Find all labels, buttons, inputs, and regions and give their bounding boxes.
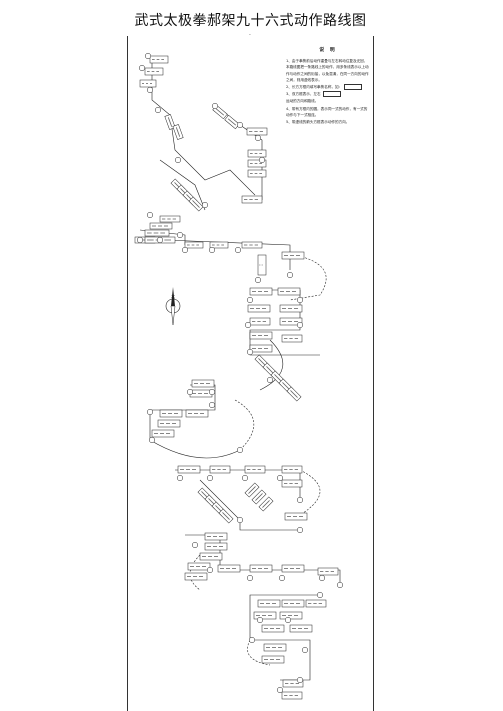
posture-box-rotated xyxy=(251,489,267,505)
posture-box-rotated xyxy=(218,508,234,524)
step-circle xyxy=(256,616,264,624)
step-circle xyxy=(296,676,304,684)
route-path xyxy=(289,254,327,301)
step-circle xyxy=(146,86,154,94)
note-1: 1、由于拳势前后动作重叠与左右转动往复及迂回，本路线图把一条路线上的动作，用多条… xyxy=(286,59,369,82)
step-circle xyxy=(258,156,266,164)
step-circle xyxy=(206,474,214,482)
north-arrow-icon: 北 xyxy=(165,287,181,326)
route-path xyxy=(234,399,255,451)
step-circle xyxy=(191,541,199,549)
note-2: 2、长方方框内填写拳势名称，如： xyxy=(286,84,370,91)
step-circle xyxy=(176,474,184,482)
posture-box-rotated xyxy=(188,196,204,212)
step-circle xyxy=(186,388,194,396)
step-circle xyxy=(276,686,284,694)
route-path xyxy=(175,469,301,500)
step-circle xyxy=(208,388,216,396)
step-circle xyxy=(234,246,242,254)
posture-box-rotated xyxy=(224,114,240,130)
step-circle xyxy=(138,64,146,72)
step-circle xyxy=(318,574,326,582)
route-lines xyxy=(139,60,341,681)
legend-double-box xyxy=(322,91,341,98)
posture-box-rotated xyxy=(286,386,302,402)
step-circle xyxy=(206,566,214,574)
step-circle xyxy=(208,401,216,409)
route-path xyxy=(149,439,241,459)
route-path xyxy=(259,339,284,391)
legend-single-box xyxy=(344,84,363,91)
route-path xyxy=(199,479,300,531)
step-circle xyxy=(148,436,156,444)
step-circle xyxy=(244,321,252,329)
step-circle xyxy=(246,296,254,304)
page-title: 武式太极拳郝架九十六式动作路线图 xyxy=(134,13,367,29)
title-dot: · xyxy=(249,32,251,39)
step-circle xyxy=(286,271,294,279)
step-circle xyxy=(301,646,309,654)
posture-boxes xyxy=(134,55,339,700)
route-path xyxy=(189,554,201,591)
step-circle xyxy=(236,516,244,524)
step-circle xyxy=(176,231,184,239)
step-circle xyxy=(201,201,209,209)
step-circle xyxy=(181,246,189,254)
step-circle xyxy=(136,236,144,244)
note-5: 4、带有方框内的圆，表示同一式的动作，有一式的动作与下一式相连。 xyxy=(286,106,368,117)
step-circle xyxy=(276,474,284,482)
step-circle xyxy=(248,636,256,644)
step-circle xyxy=(236,446,244,454)
step-circle xyxy=(144,52,152,60)
note-4: 运动的方向和路线。 xyxy=(286,99,319,104)
step-circle xyxy=(284,616,292,624)
posture-box-rotated xyxy=(172,124,184,140)
route-path xyxy=(164,239,291,270)
step-circle xyxy=(336,581,344,589)
step-circle xyxy=(246,348,254,356)
step-circle xyxy=(156,236,164,244)
posture-box-rotated xyxy=(244,482,260,498)
step-circle xyxy=(146,408,154,416)
note-3: 3、双方框表示，左右 xyxy=(286,91,370,98)
route-path xyxy=(151,60,256,196)
step-circle xyxy=(254,276,262,284)
step-circle xyxy=(296,526,304,534)
step-circle xyxy=(316,591,324,599)
step-circle xyxy=(174,156,182,164)
step-circle xyxy=(211,102,219,110)
step-circle xyxy=(241,474,249,482)
step-circle xyxy=(296,296,304,304)
posture-box-rotated xyxy=(164,114,176,130)
step-circle xyxy=(208,246,216,254)
step-circles xyxy=(136,52,344,694)
step-circle xyxy=(246,574,254,582)
page-frame xyxy=(127,36,374,711)
step-circle xyxy=(296,321,304,329)
notes-heading: 说 明 xyxy=(319,48,337,53)
note-6: 5、带虚线的箭头方框表示动作的方向。 xyxy=(286,120,350,125)
step-circle xyxy=(296,496,304,504)
route-path xyxy=(299,469,321,516)
notes-panel: 说 明 1、由于拳势前后动作重叠与左右转动往复及迂回，本路线图把一条路线上的动作… xyxy=(286,48,370,126)
step-circle xyxy=(154,106,162,114)
step-circle xyxy=(278,574,286,582)
step-circle xyxy=(254,134,262,142)
step-circle xyxy=(146,211,154,219)
route-path xyxy=(159,159,206,211)
compass-label: 北 xyxy=(171,293,175,299)
route-path xyxy=(249,594,320,681)
step-circle xyxy=(236,121,244,129)
posture-box-rotated xyxy=(258,496,274,512)
step-circle xyxy=(266,376,274,384)
